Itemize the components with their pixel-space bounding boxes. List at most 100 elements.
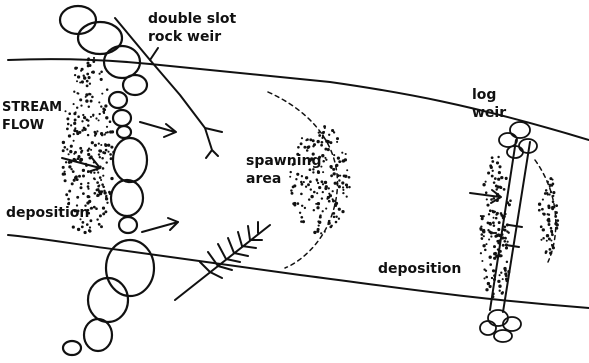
stipple-dot: [540, 226, 542, 228]
stipple-dot: [489, 285, 492, 288]
stipple-dot: [102, 207, 105, 210]
stipple-dot: [312, 171, 314, 173]
stipple-dot: [557, 219, 560, 222]
stipple-dot: [89, 219, 92, 222]
stipple-dot: [301, 137, 303, 139]
stipple-dot: [316, 192, 318, 194]
stipple-dot: [73, 129, 76, 132]
stipple-dot: [309, 138, 312, 141]
stipple-dot: [546, 240, 548, 242]
stipple-dot: [337, 174, 340, 177]
stipple-dot: [317, 182, 319, 184]
stipple-dot: [100, 78, 103, 81]
stipple-dot: [88, 196, 91, 199]
stipple-dot: [103, 112, 105, 114]
stipple-dot: [548, 238, 551, 241]
stipple-dot: [328, 200, 331, 203]
stipple-dot: [494, 235, 497, 238]
stipple-dot: [338, 160, 341, 163]
stipple-dot: [487, 282, 490, 285]
stipple-dot: [290, 189, 292, 191]
stipple-dot: [556, 223, 559, 226]
stipple-dot: [500, 176, 503, 179]
stipple-dot: [95, 207, 98, 210]
stipple-dot: [485, 243, 487, 245]
stipple-dot: [300, 193, 303, 196]
stipple-dot: [62, 172, 65, 175]
stipple-dot: [96, 181, 99, 184]
stipple-dot: [549, 252, 552, 255]
stipple-dot: [505, 274, 508, 277]
stipple-dot: [488, 222, 491, 225]
stipple-dot: [489, 263, 492, 266]
stipple-dot: [552, 183, 555, 186]
stipple-dot: [342, 159, 345, 162]
stipple-dot: [501, 236, 504, 239]
stipple-dot: [96, 188, 99, 191]
stipple-dot: [87, 134, 89, 136]
stipple-dot: [490, 235, 492, 237]
stipple-dot: [68, 161, 71, 164]
stipple-dot: [554, 215, 557, 218]
stipple-dot: [305, 186, 307, 188]
stipple-dot: [483, 215, 485, 217]
stipple-dot: [348, 176, 351, 179]
stipple-dot: [87, 182, 89, 184]
stipple-dot: [507, 241, 509, 243]
stipple-dot: [89, 83, 91, 85]
stipple-dot: [108, 144, 110, 146]
stipple-dot: [341, 152, 343, 154]
stipple-dot: [336, 183, 338, 185]
stipple-dot: [325, 208, 327, 210]
stipple-dot: [74, 119, 77, 122]
stipple-dot: [100, 132, 103, 135]
stipple-dot: [76, 106, 78, 108]
stipple-dot: [66, 117, 69, 120]
stipple-dot: [316, 206, 319, 209]
stipple-dot: [96, 168, 99, 171]
log-weir-line1: log: [472, 88, 496, 103]
stipple-dot: [336, 141, 338, 143]
stipple-dot: [104, 210, 107, 213]
stipple-dot: [338, 208, 341, 211]
stipple-dot: [67, 123, 70, 126]
stipple-dot: [538, 203, 541, 206]
stipple-dot: [300, 142, 303, 145]
stipple-dot: [90, 116, 92, 118]
stipple-dot: [496, 240, 499, 243]
stipple-dot: [81, 80, 84, 83]
log-weir-line2: weir: [472, 106, 506, 121]
stipple-dot: [303, 181, 305, 183]
stipple-dot: [493, 274, 496, 277]
stipple-dot: [76, 132, 79, 135]
stipple-dot: [89, 226, 91, 228]
stipple-dot: [93, 57, 95, 59]
stipple-dot: [493, 217, 495, 219]
stipple-dot: [87, 153, 90, 156]
stipple-dot: [502, 278, 504, 280]
stipple-dot: [100, 179, 102, 181]
stipple-dot: [96, 218, 98, 220]
stipple-dot: [84, 231, 87, 234]
stipple-dot: [110, 177, 113, 180]
stipple-dot: [551, 245, 554, 248]
weir-title-line1: double slot: [148, 12, 236, 27]
deposition-right-label: deposition: [378, 262, 461, 277]
stipple-dot: [308, 198, 310, 200]
stipple-dot: [490, 198, 493, 201]
stipple-dot: [87, 170, 90, 173]
stipple-dot: [545, 189, 548, 192]
stipple-dot: [552, 201, 555, 204]
stipple-dot: [334, 204, 337, 207]
stipple-dot: [485, 181, 487, 183]
stipple-dot: [336, 137, 339, 140]
stipple-dot: [493, 232, 495, 234]
stipple-dot: [555, 204, 558, 207]
stipple-dot: [322, 134, 324, 136]
stipple-dot: [101, 183, 104, 186]
stipple-dot: [322, 210, 324, 212]
stipple-dot: [318, 134, 321, 137]
stipple-dot: [505, 279, 508, 282]
stipple-dot: [73, 140, 75, 142]
stipple-dot: [310, 195, 313, 198]
